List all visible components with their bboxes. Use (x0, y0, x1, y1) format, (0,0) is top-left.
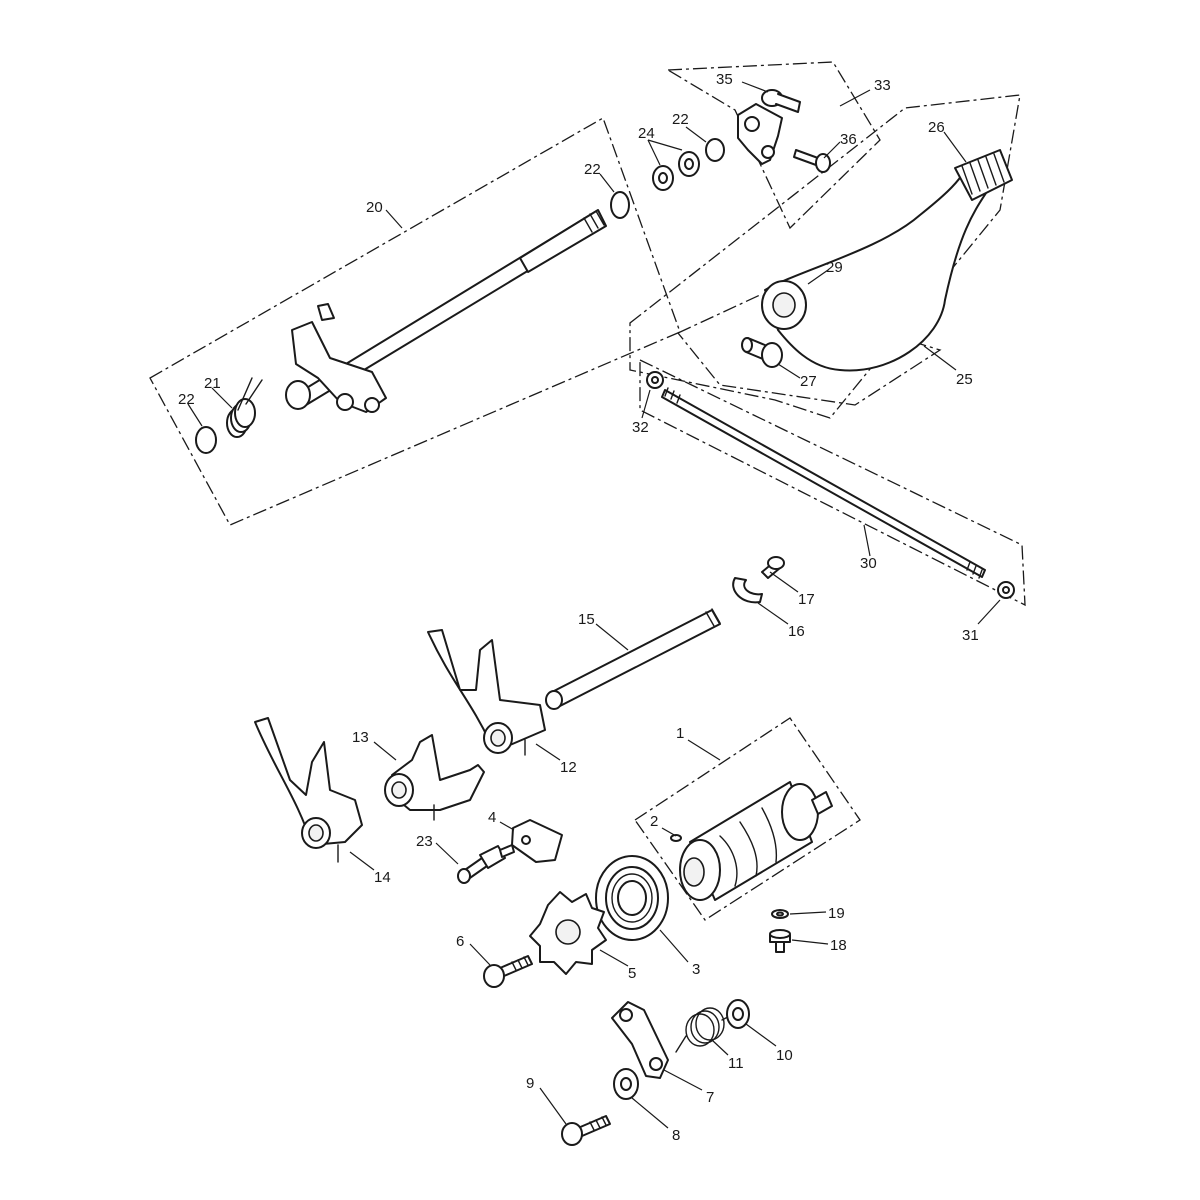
linkage-rod-part-30 (661, 387, 986, 579)
rod-end-nut-part-32 (646, 371, 664, 389)
washer-part-19 (771, 909, 789, 919)
leader-lines (187, 81, 1001, 1129)
callout-13: 13 (352, 729, 369, 746)
callout-5: 5 (628, 965, 636, 982)
callout-29: 29 (826, 259, 843, 276)
selector-fork-part-13 (384, 734, 485, 821)
callout-2: 2 (650, 813, 658, 830)
rod-end-nut-part-31 (997, 581, 1015, 599)
callout-16: 16 (788, 623, 805, 640)
callout-8: 8 (672, 1127, 680, 1144)
callout-22-left: 22 (178, 391, 195, 408)
callout-24: 24 (638, 125, 655, 142)
callout-32: 32 (632, 419, 649, 436)
callout-6: 6 (456, 933, 464, 950)
fork-shaft-part-15 (545, 608, 721, 710)
group-box-33-linkage-arm (665, 61, 881, 230)
callout-3: 3 (692, 961, 700, 978)
callout-11: 11 (728, 1055, 744, 1072)
selector-fork-part-14 (254, 717, 363, 863)
callout-27: 27 (800, 373, 817, 390)
callout-20: 20 (366, 199, 383, 216)
callout-35: 35 (716, 71, 733, 88)
callout-21: 21 (204, 375, 221, 392)
circlip-part-22-shaft (610, 191, 630, 219)
callout-17: 17 (798, 591, 815, 608)
callout-25: 25 (956, 371, 973, 388)
gear-lever-part-25 (761, 174, 989, 372)
clamp-part-35 (761, 89, 801, 113)
return-spring-part-21 (226, 377, 263, 438)
linkage-arm-part-33 (737, 103, 783, 165)
selector-drum-part-1 (679, 781, 833, 901)
bolt-part-9 (561, 1115, 611, 1146)
circlip-part-22-upper (705, 138, 725, 162)
callout-4: 4 (488, 809, 496, 826)
callout-26: 26 (928, 119, 945, 136)
washers-part-24 (652, 151, 700, 191)
washer-part-8 (613, 1068, 639, 1100)
callout-14: 14 (374, 869, 391, 886)
group-box-1-selector-drum (634, 717, 861, 921)
callout-1: 1 (676, 725, 684, 742)
callout-7: 7 (706, 1089, 714, 1106)
callout-9: 9 (526, 1075, 534, 1092)
callout-31: 31 (962, 627, 979, 644)
screw-part-17 (761, 556, 785, 579)
circlip-part-22-left (195, 426, 217, 454)
selector-shaft-part-20 (285, 209, 607, 413)
selector-fork-part-12 (427, 629, 546, 756)
bolt-part-6 (483, 955, 533, 988)
star-cam-part-5 (529, 891, 607, 975)
callout-30: 30 (860, 555, 877, 572)
pin-part-2 (670, 834, 682, 842)
stud-part-23 (457, 844, 515, 884)
callout-10: 10 (776, 1047, 793, 1064)
bearing-part-3 (595, 855, 669, 941)
callout-23: 23 (416, 833, 433, 850)
plug-part-18 (769, 929, 791, 953)
callout-33: 33 (874, 77, 891, 94)
pivot-pin-part-27 (741, 337, 783, 368)
callout-22-upper: 22 (672, 111, 689, 128)
callout-18: 18 (830, 937, 847, 954)
clip-part-16 (732, 577, 763, 604)
group-box-20-selector-shaft (149, 117, 681, 526)
callout-19: 19 (828, 905, 845, 922)
plate-part-4 (511, 819, 563, 863)
callout-labels: 1 2 3 4 5 6 7 8 9 10 11 12 13 14 15 16 1… (178, 71, 979, 1144)
group-box-30-linkage-rod (639, 358, 1026, 607)
group-box-25-gear-lever (629, 94, 1021, 419)
washer-part-10 (726, 999, 750, 1029)
callout-36: 36 (840, 131, 857, 148)
group-box-27-lever-inner (676, 294, 942, 406)
bolt-part-36 (793, 149, 831, 173)
detent-arm-part-7 (611, 1001, 669, 1079)
callout-15: 15 (578, 611, 595, 628)
rubber-grip-part-26 (954, 149, 1013, 201)
callout-22-shaft: 22 (584, 161, 601, 178)
callout-12: 12 (560, 759, 577, 776)
